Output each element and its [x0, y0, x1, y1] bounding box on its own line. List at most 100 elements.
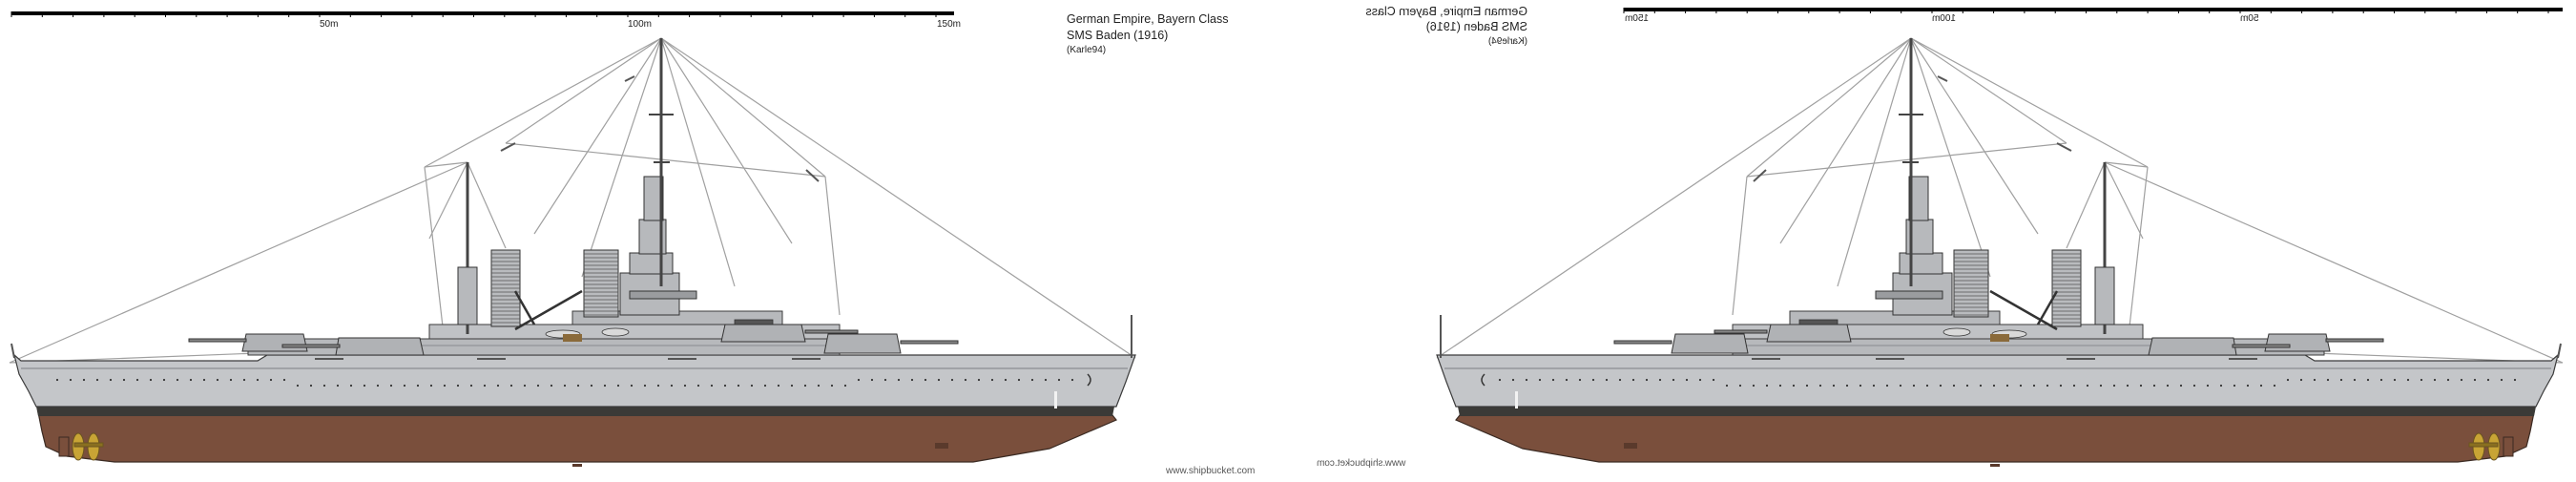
porthole [2460, 378, 2463, 382]
footer-site-link-mirrored: www.shipbucket.com [1317, 458, 1406, 469]
porthole [1992, 384, 1996, 388]
porthole [2046, 384, 2049, 388]
caption-ship-name: SMS Baden (1916) [1067, 29, 1169, 42]
porthole [2366, 378, 2370, 382]
porthole [1979, 384, 1983, 388]
porthole [2393, 378, 2397, 382]
porthole [1645, 378, 1649, 382]
porthole [1832, 384, 1836, 388]
porthole [1712, 378, 1715, 382]
porthole [2005, 384, 2009, 388]
porthole [2313, 378, 2316, 382]
porthole [2486, 378, 2490, 382]
porthole [1511, 378, 1515, 382]
porthole [1765, 384, 1769, 388]
porthole [1538, 378, 1542, 382]
porthole [2259, 384, 2263, 388]
ship-profile-left [8, 36, 1137, 469]
porthole [1578, 378, 1582, 382]
ship-profile-right-mirrored [1436, 37, 2564, 467]
porthole [2273, 384, 2276, 388]
scale-label-150m-left: 150m [937, 19, 962, 30]
porthole [2513, 378, 2517, 382]
porthole [2219, 384, 2223, 388]
porthole [2500, 378, 2503, 382]
porthole [1591, 378, 1595, 382]
porthole [2072, 384, 2076, 388]
porthole [2192, 384, 2196, 388]
porthole [1925, 384, 1929, 388]
hull-underwater [1455, 409, 2535, 463]
porthole [2246, 384, 2250, 388]
scale-bar-left [10, 11, 954, 17]
porthole [2112, 384, 2116, 388]
porthole [2059, 384, 2063, 388]
scale-bar-icon [10, 11, 954, 17]
porthole [1859, 384, 1862, 388]
porthole [2126, 384, 2129, 388]
propeller-icon [2468, 432, 2501, 461]
porthole [2420, 378, 2423, 382]
porthole [1939, 384, 1942, 388]
porthole [1631, 378, 1635, 382]
porthole [2446, 378, 2450, 382]
scale-bar-icon [1623, 8, 2563, 13]
porthole [1885, 384, 1889, 388]
porthole [1618, 378, 1622, 382]
caption-title: German Empire, Bayern Class [1067, 12, 1229, 26]
porthole [2206, 384, 2210, 388]
porthole [1872, 384, 1876, 388]
porthole [2152, 384, 2156, 388]
porthole [1565, 378, 1568, 382]
battleship-profile-icon [8, 36, 1137, 469]
porthole [2139, 384, 2143, 388]
porthole [2379, 378, 2383, 382]
porthole [1525, 378, 1528, 382]
porthole [2099, 384, 2103, 388]
porthole [1738, 384, 1742, 388]
porthole [1672, 378, 1675, 382]
porthole [1899, 384, 1902, 388]
porthole [1551, 378, 1555, 382]
porthole [1792, 384, 1796, 388]
porthole [2326, 378, 2330, 382]
porthole [1965, 384, 1969, 388]
scale-bar-right [1623, 8, 2563, 13]
porthole [1605, 378, 1609, 382]
caption-author: (Karle94) [1067, 45, 1107, 55]
porthole [2233, 384, 2236, 388]
porthole [2299, 378, 2303, 382]
bridge-tower [1875, 176, 1953, 316]
porthole [1725, 384, 1729, 388]
porthole [1498, 378, 1502, 382]
porthole [2433, 378, 2437, 382]
porthole [1658, 378, 1662, 382]
porthole [1952, 384, 1956, 388]
porthole [2473, 378, 2477, 382]
porthole [2086, 384, 2089, 388]
porthole [1912, 384, 1916, 388]
footer-site-link[interactable]: www.shipbucket.com [1166, 466, 1256, 476]
hull-above-water [1436, 353, 2560, 408]
porthole [2353, 378, 2357, 382]
battleship-profile-icon [1436, 37, 2564, 467]
porthole [1685, 378, 1689, 382]
porthole [2019, 384, 2023, 388]
porthole [2406, 378, 2410, 382]
porthole [2166, 384, 2170, 388]
scale-label-100m-left: 100m [628, 19, 653, 30]
porthole [2286, 378, 2290, 382]
porthole [2032, 384, 2036, 388]
main-gun-turrets [1613, 324, 2384, 356]
scale-label-50m-left: 50m [320, 19, 339, 30]
porthole [1778, 384, 1782, 388]
rigging-lines [1436, 37, 2564, 378]
porthole [1805, 384, 1809, 388]
porthole [1752, 384, 1755, 388]
porthole [1698, 378, 1702, 382]
porthole [2339, 378, 2343, 382]
porthole [1818, 384, 1822, 388]
hull-boot-topping [1458, 407, 2536, 416]
porthole [1845, 384, 1849, 388]
